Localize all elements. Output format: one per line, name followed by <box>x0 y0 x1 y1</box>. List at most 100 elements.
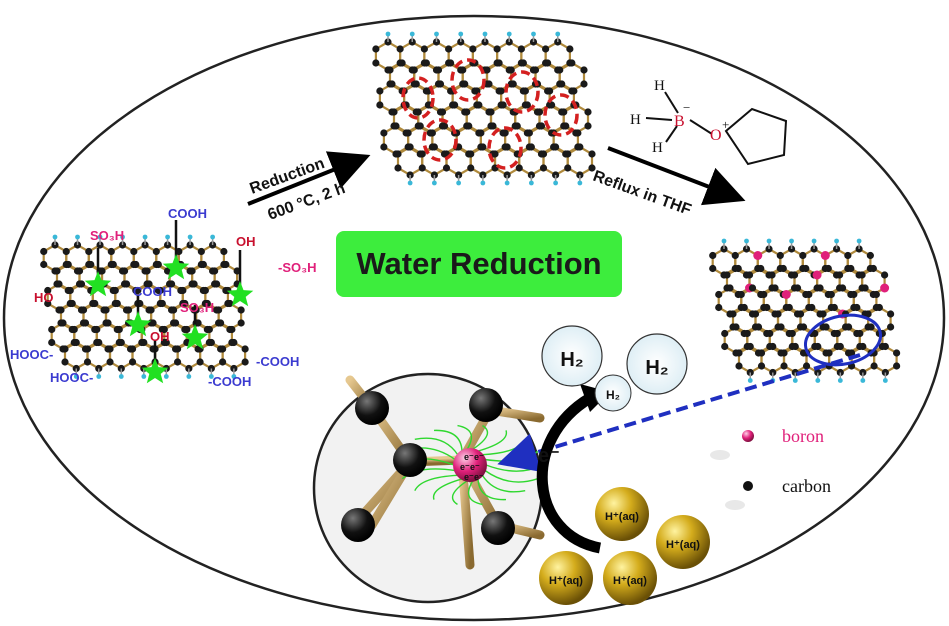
carbon-atom <box>734 264 742 273</box>
so3h-label: SO₃H <box>180 300 214 315</box>
carbon-atom <box>447 59 455 67</box>
carbon-atom <box>544 59 552 67</box>
field-line <box>457 424 473 450</box>
carbon-atom <box>106 345 114 353</box>
carbon-atom <box>388 80 396 88</box>
carbon-atom <box>757 264 765 273</box>
carbon-atom <box>445 45 453 53</box>
carbon-atom <box>87 260 95 269</box>
carbon-atom <box>98 267 106 275</box>
hydrogen-atom <box>96 374 102 379</box>
carbon-atom <box>774 310 782 318</box>
carbon-atom <box>517 45 525 53</box>
carbon-atom <box>376 87 384 95</box>
carbon-atom <box>61 358 69 366</box>
legend: boron carbon <box>710 426 831 510</box>
carbon-atom <box>844 323 853 331</box>
carbon-atom <box>440 122 449 130</box>
hydrogen-atom <box>52 234 58 240</box>
carbon-atom <box>93 325 101 334</box>
field-line <box>433 429 463 452</box>
hydrogen-atom <box>210 234 216 240</box>
hydrogen-bubble-icon <box>541 325 603 387</box>
carbon-atom <box>785 303 793 312</box>
carbon-atom <box>844 251 852 260</box>
carbon-atom <box>179 286 187 295</box>
electron-label: e⁻ <box>538 445 560 467</box>
carbon-atom <box>515 164 523 172</box>
carbon-atom <box>491 150 499 158</box>
carbon-atom <box>754 323 763 331</box>
carbon-atom <box>814 342 822 351</box>
carbon-atom <box>220 247 228 256</box>
defect-site <box>422 118 458 162</box>
carbon-atom <box>558 80 566 88</box>
carbon-atom <box>588 164 596 172</box>
carbon-atom <box>721 342 729 351</box>
carbon-atom <box>213 280 221 288</box>
carbon-atom <box>140 338 148 347</box>
carbon-atom <box>768 271 776 279</box>
carbon-atom <box>171 319 180 327</box>
field-line <box>467 480 483 506</box>
carbon-atom <box>219 358 227 366</box>
carbon-atom <box>122 280 131 288</box>
proton-label: H⁺(aq) <box>605 511 639 523</box>
carbon-atom <box>115 325 123 334</box>
carbon-atom <box>481 511 515 545</box>
carbon-atom <box>746 342 754 351</box>
carbon-atom <box>230 338 238 347</box>
star-icon <box>162 254 190 280</box>
carbon-atom <box>61 345 69 353</box>
hydrogen-atom <box>407 180 413 186</box>
field-line <box>414 474 458 492</box>
carbon-atom <box>793 284 802 292</box>
hydrogen-atom <box>385 31 391 37</box>
carbon-atom <box>66 286 74 295</box>
carbon-atom <box>145 280 153 288</box>
cooh-label: -COOH <box>256 354 299 369</box>
electron-label: e⁻ <box>464 452 474 462</box>
carbon-atom <box>422 59 430 67</box>
carbon-atom <box>503 143 511 151</box>
hydrogen-bubble-icon <box>626 333 688 395</box>
carbon-atom <box>535 108 544 116</box>
carbon-atom <box>85 247 93 256</box>
carbon-atom <box>580 66 588 74</box>
cooh-label: COOH <box>133 284 172 299</box>
carbon-atom <box>735 349 743 357</box>
carbon-atom <box>149 319 157 327</box>
carbon-atom <box>867 323 875 331</box>
carbon-atom <box>55 280 63 288</box>
hydrogen-atom <box>434 31 439 37</box>
carbon-atom <box>757 349 766 357</box>
carbon-atom <box>827 290 835 299</box>
proton-spheres: H⁺(aq) H⁺(aq) H⁺(aq) H⁺(aq) <box>539 487 710 605</box>
carbon-atom <box>847 349 856 357</box>
carbon-atom <box>802 264 810 273</box>
carbon-atom <box>394 150 402 158</box>
carbon-atom <box>858 271 866 279</box>
carbon-atom <box>113 299 121 308</box>
electron-label: e⁻ <box>474 472 484 482</box>
carbon-atom <box>881 271 889 279</box>
carbon-atom <box>788 329 796 338</box>
hydrogen-atom <box>531 31 536 37</box>
carbon-atom <box>539 150 548 158</box>
carbon-atom <box>222 260 230 269</box>
carbon-atom <box>143 267 151 275</box>
carbon-atom <box>442 164 451 172</box>
star-icon <box>181 324 209 350</box>
carbon-atom <box>715 290 723 299</box>
carbon-atom <box>386 66 394 74</box>
carbon-atom <box>584 108 592 116</box>
carbon-atom <box>519 59 527 67</box>
carbon-atom <box>167 280 176 288</box>
carbon-atom <box>548 101 556 109</box>
hydrogen-atom <box>456 180 462 186</box>
legend-boron-label: boron <box>782 426 824 446</box>
hydrogen-atom <box>409 31 415 37</box>
carbon-atom <box>748 284 757 292</box>
functional-site-stars <box>84 254 254 384</box>
carbon-atom <box>568 59 576 67</box>
